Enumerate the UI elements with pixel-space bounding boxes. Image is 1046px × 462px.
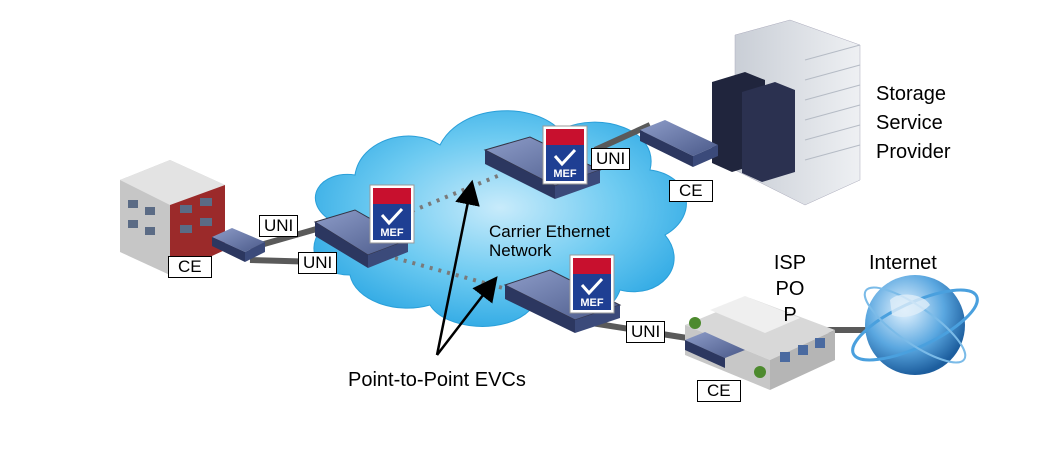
mef-badge-left: MEF [369, 184, 415, 244]
svg-text:MEF: MEF [580, 297, 604, 309]
svg-text:MEF: MEF [553, 168, 577, 180]
link-storage [593, 122, 652, 153]
ce-device-isp [685, 332, 745, 368]
storage-provider-building-icon [712, 19, 861, 206]
storage-provider-label: Storage Service Provider [876, 83, 951, 163]
ce-device-left [212, 228, 265, 262]
office-building-icon [120, 160, 225, 275]
isp-pop-label: ISP PO P [773, 252, 807, 326]
ce-label-left: CE [168, 256, 212, 278]
switch-left [313, 209, 410, 268]
uni-label-storage: UNI [591, 148, 631, 170]
ce-label-storage: CE [669, 180, 713, 202]
internet-globe-icon [851, 275, 979, 375]
uni-label-left-bottom: UNI [298, 252, 338, 274]
ce-label-isp: CE [697, 380, 741, 402]
badge-mef-text: MEF [380, 227, 404, 239]
mef-badge-top: MEF [542, 125, 588, 185]
ce-device-storage [640, 120, 718, 167]
uni-label-left-top: UNI [259, 215, 299, 237]
internet-label: Internet [869, 252, 937, 274]
uni-label-isp: UNI [626, 321, 666, 343]
evc-label: Point-to-Point EVCs [348, 369, 526, 391]
evc-arrows [435, 179, 498, 356]
mef-badge-bottom: MEF [569, 254, 615, 314]
network-label: Carrier Ethernet Network [489, 222, 610, 260]
